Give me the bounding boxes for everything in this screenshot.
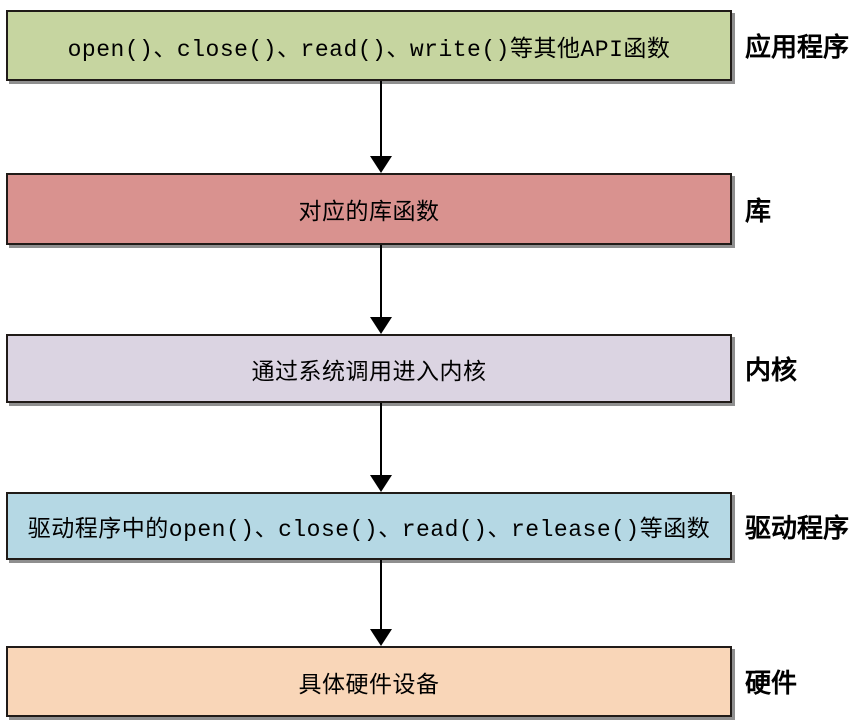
- arrow-line: [380, 81, 382, 157]
- arrow-line: [380, 403, 382, 476]
- layer-box-hardware: 具体硬件设备: [6, 646, 732, 717]
- side-label-driver: 驱动程序: [745, 513, 850, 544]
- arrow-line: [380, 560, 382, 630]
- arrow-head: [370, 156, 392, 173]
- side-label-library: 库: [745, 196, 772, 227]
- layer-box-application: open()、close()、read()、write()等其他API函数: [6, 10, 732, 81]
- arrow-line: [380, 245, 382, 318]
- arrow-head: [370, 317, 392, 334]
- side-label-application: 应用程序: [745, 33, 850, 63]
- layer-box-library: 对应的库函数: [6, 173, 732, 245]
- arrow-head: [370, 629, 392, 646]
- layer-box-driver: 驱动程序中的open()、close()、read()、release()等函数: [6, 492, 732, 560]
- arrow-head: [370, 475, 392, 492]
- side-label-hardware: 硬件: [745, 669, 798, 699]
- layer-box-kernel: 通过系统调用进入内核: [6, 334, 732, 403]
- side-label-kernel: 内核: [745, 356, 798, 386]
